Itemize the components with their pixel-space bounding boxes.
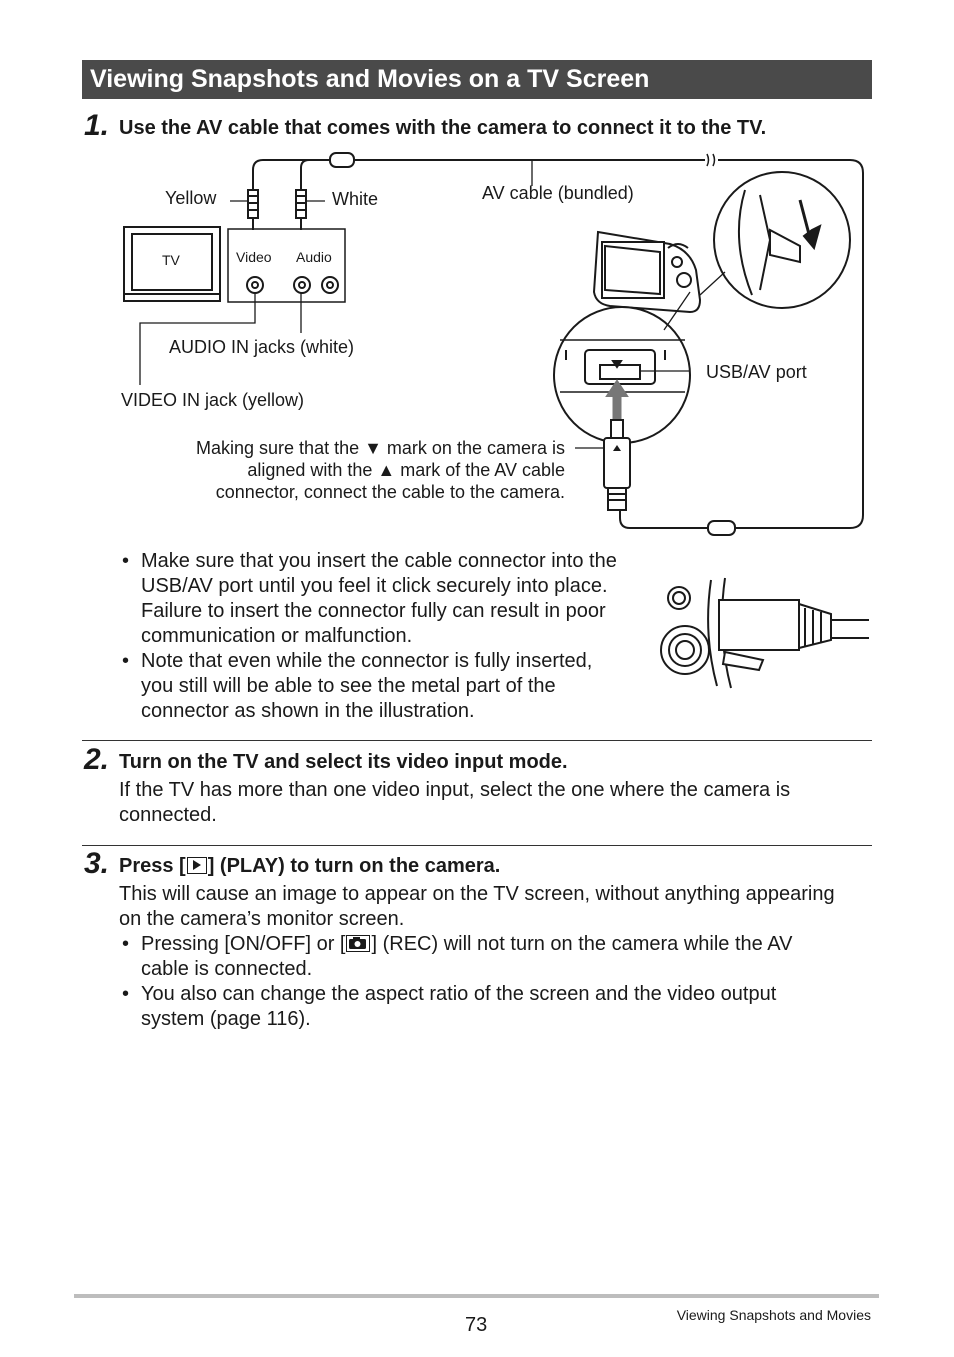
tv-label: TV: [162, 252, 180, 268]
step-2-title: Turn on the TV and select its video inpu…: [119, 751, 568, 773]
list-item-line: Failure to insert the connector fully ca…: [141, 600, 606, 622]
step-1-number: 1.: [84, 109, 110, 142]
step-3-title-pre: Press [: [119, 855, 186, 877]
step-3-body-line: This will cause an image to appear on th…: [119, 883, 835, 905]
list-item-line: Make sure that you insert the cable conn…: [141, 550, 617, 572]
footer-chapter-title: Viewing Snapshots and Movies: [676, 1307, 871, 1323]
yellow-label: Yellow: [165, 188, 217, 208]
step-3-body: This will cause an image to appear on th…: [119, 882, 835, 932]
list-item-line: communication or malfunction.: [141, 625, 413, 647]
alignment-note-line: Making sure that the ▼ mark on the camer…: [196, 438, 565, 458]
usb-av-port-label: USB/AV port: [706, 362, 807, 382]
alignment-note-line: aligned with the ▲ mark of the AV cable: [247, 460, 565, 480]
section-title: Viewing Snapshots and Movies on a TV Scr…: [82, 60, 872, 99]
divider: [82, 740, 872, 741]
step-3-title: Press [ ] (PLAY) to turn on the camera.: [119, 855, 500, 878]
camera-icon: [346, 935, 371, 952]
step-2-body: If the TV has more than one video input,…: [119, 778, 790, 828]
list-item-line: USB/AV port until you feel it click secu…: [141, 575, 608, 597]
list-item-line: connector as shown in the illustration.: [141, 700, 475, 722]
step-2-body-line: connected.: [119, 804, 217, 826]
list-item-line: you still will be able to see the metal …: [141, 675, 556, 697]
video-in-label: VIDEO IN jack (yellow): [121, 390, 305, 410]
page-number: 73: [465, 1314, 488, 1336]
list-item: • Pressing [ON/OFF] or [] (REC) will not…: [122, 932, 793, 980]
step-3-body-line: on the camera’s monitor screen.: [119, 908, 405, 930]
video-label: Video: [236, 249, 272, 265]
av-cable-label: AV cable (bundled): [482, 183, 634, 203]
connection-diagram: [123, 152, 864, 536]
list-item-line: You also can change the aspect ratio of …: [141, 983, 777, 1005]
step-2-body-line: If the TV has more than one video input,…: [119, 779, 791, 801]
list-item: • Note that even while the connector is …: [122, 650, 593, 722]
list-item-line: Note that even while the connector is fu…: [141, 650, 593, 672]
step-2-number: 2.: [84, 743, 110, 776]
step-3-number: 3.: [84, 847, 110, 880]
footer-rule: [74, 1294, 879, 1298]
connector-illustration: [660, 577, 869, 689]
white-label: White: [332, 189, 379, 209]
divider: [82, 845, 872, 846]
play-icon: [186, 857, 207, 874]
list-item-line: system (page 116).: [141, 1008, 311, 1030]
alignment-note: Making sure that the ▼ mark on the camer…: [196, 437, 565, 503]
audio-label: Audio: [296, 249, 332, 265]
list-item-line: cable is connected.: [141, 958, 313, 980]
list-item-line: Pressing [ON/OFF] or [ ] (REC) will not t…: [141, 932, 792, 957]
list-item: • Make sure that you insert the cable co…: [122, 550, 617, 647]
step-3-title-post: ] (PLAY) to turn on the camera.: [207, 855, 501, 877]
list-item-text: ] (REC) will not turn on the camera whil…: [371, 933, 793, 955]
audio-in-label: AUDIO IN jacks (white): [169, 337, 355, 357]
list-item-text: Pressing [ON/OFF] or [: [141, 933, 346, 955]
step-1-title: Use the AV cable that comes with the cam…: [119, 117, 767, 139]
list-item: • You also can change the aspect ratio o…: [122, 983, 777, 1030]
alignment-note-line: connector, connect the cable to the came…: [215, 482, 565, 502]
